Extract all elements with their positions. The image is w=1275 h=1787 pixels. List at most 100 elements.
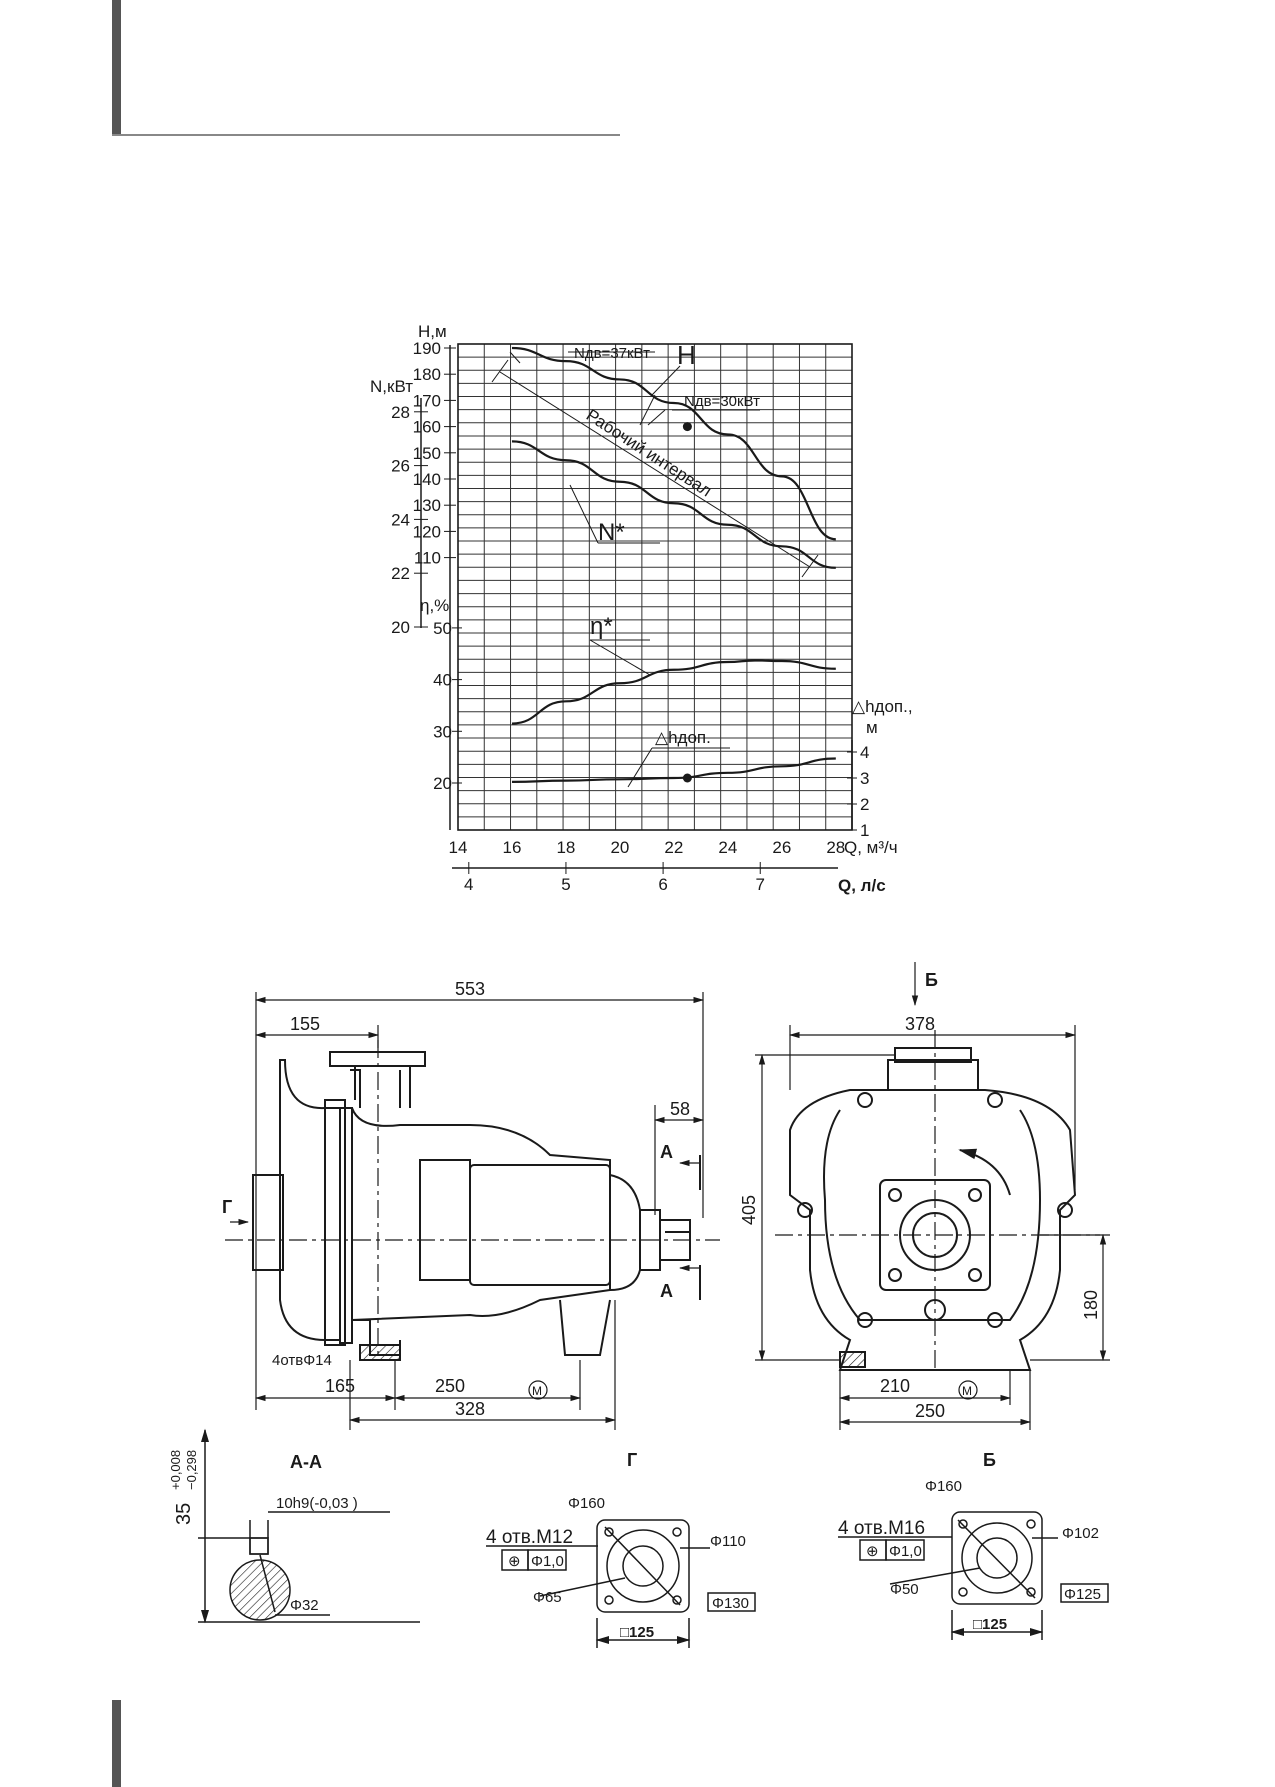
flange-b-pos: Φ1,0 [889, 1543, 922, 1560]
view-g-arrow-label: Г [222, 1197, 232, 1217]
operating-point-head [682, 422, 692, 432]
series-line [511, 346, 836, 541]
dim-210: 210 [880, 1376, 910, 1396]
series-label-npsh: △hдоп. [655, 728, 711, 747]
q-m3h-tick-label: 16 [503, 838, 522, 857]
q-m3h-tick-label: 24 [718, 838, 737, 857]
annotation-leader [627, 747, 653, 788]
dim-328: 328 [455, 1399, 485, 1419]
flange-g-pos-symbol: ⊕ [508, 1553, 521, 1570]
head-tick-label: 130 [413, 496, 441, 515]
npsh-tick-label: 4 [860, 743, 869, 762]
interval-tick-end [801, 554, 819, 578]
annotation-leader [569, 484, 599, 544]
section-aa-title: А-А [290, 1452, 322, 1472]
front-view-dimensions [755, 962, 1110, 1430]
pump-side-view [225, 1040, 720, 1361]
flange-g-square: □125 [620, 1624, 654, 1641]
power-tick-label: 24 [391, 510, 410, 529]
series-label-eta: η* [590, 613, 613, 640]
head-tick-label: 120 [413, 522, 441, 541]
flange-g-pos: Φ1,0 [531, 1553, 564, 1570]
n37-label: Nдв=37кВт [574, 345, 650, 362]
series-line [511, 659, 836, 725]
efficiency-axis-label: η,% [420, 596, 449, 615]
flange-g [486, 1519, 756, 1648]
head-axis-label: H,м [418, 322, 447, 341]
npsh-tick-label: 2 [860, 795, 869, 814]
aa-key: 10h9(-0,03 ) [276, 1495, 358, 1512]
section-a-bottom: А [660, 1281, 673, 1301]
q-m3h-tick-label: 18 [556, 838, 575, 857]
dim-180: 180 [1081, 1290, 1101, 1320]
q-ls-tick-label: 5 [561, 875, 570, 894]
dim-58: 58 [670, 1099, 690, 1119]
series-line [511, 757, 836, 783]
dim-405: 405 [739, 1195, 759, 1225]
aa-shaft: Φ32 [290, 1597, 319, 1614]
label-holes-14: 4отвΦ14 [272, 1352, 332, 1369]
margin-bar-top [112, 0, 121, 135]
motor-symbol: М [532, 1384, 542, 1398]
head-tick-label: 140 [413, 470, 441, 489]
view-b-arrow-label: Б [925, 970, 938, 990]
power-tick-label: 26 [391, 457, 410, 476]
power-tick-label: 28 [391, 403, 410, 422]
flange-g-d110: Φ110 [710, 1533, 746, 1550]
q-m3h-tick-label: 22 [664, 838, 683, 857]
q-m3h-tick-label: 26 [772, 838, 791, 857]
operating-point-npsh [682, 773, 692, 783]
head-tick-label: 190 [413, 339, 441, 358]
series-label-h: H [677, 340, 696, 370]
q-m3h-tick-label: 14 [449, 838, 468, 857]
q-ls-tick-label: 4 [464, 875, 473, 894]
efficiency-tick-label: 30 [433, 722, 452, 741]
flange-g-title: Г [627, 1450, 637, 1470]
annotation-leader [651, 365, 681, 396]
dim-250: 250 [435, 1376, 465, 1396]
dim-378: 378 [905, 1014, 935, 1034]
flange-b-pos-symbol: ⊕ [866, 1543, 879, 1560]
section-a-top: А [660, 1142, 673, 1162]
dim-165: 165 [325, 1376, 355, 1396]
aa-tol-lower: −0,298 [184, 1450, 199, 1490]
n30-label: Nдв=30кВт [684, 393, 760, 410]
npsh-axis-label: △hдоп., [852, 697, 913, 716]
annotation-leader [509, 351, 521, 364]
dim-250-front: 250 [915, 1401, 945, 1421]
flange-b-holes: 4 отв.М16 [838, 1518, 925, 1539]
q-m3h-axis-label: Q, м³/ч [844, 838, 898, 857]
side-view-dimensions [230, 992, 705, 1430]
annotation-leader [647, 409, 666, 426]
q-ls-axis-label: Q, л/с [838, 876, 886, 895]
head-tick-label: 170 [413, 391, 441, 410]
flange-g-d160: Φ160 [568, 1495, 605, 1512]
power-tick-label: 20 [391, 618, 410, 637]
power-axis-label: N,кВт [370, 377, 413, 396]
series-label-n: N* [598, 519, 625, 546]
series-line [511, 440, 836, 569]
interval-tick-start [491, 359, 509, 383]
header-rule [112, 134, 620, 136]
margin-bar-bottom [112, 1700, 121, 1787]
flange-g-d130: Φ130 [712, 1595, 749, 1612]
pump-front-view [775, 1030, 1100, 1371]
aa-tol-upper: +0,008 [168, 1450, 183, 1490]
q-m3h-tick-label: 28 [826, 838, 845, 857]
flange-b-title: Б [983, 1450, 996, 1470]
section-aa [198, 1428, 420, 1624]
grid-frame [457, 343, 853, 831]
head-tick-label: 160 [413, 418, 441, 437]
efficiency-tick-label: 40 [433, 671, 452, 690]
power-tick-label: 22 [391, 564, 410, 583]
npsh-tick-label: 1 [860, 821, 869, 840]
annotation-leader [499, 371, 811, 568]
chart-annotations: H,м N,кВт η,% △hдоп., м Q, м³/ч Q, л/с N… [370, 322, 913, 895]
annotation-leader [589, 639, 651, 676]
flange-b-d50: Φ50 [890, 1581, 919, 1598]
flange-g-holes: 4 отв.М12 [486, 1527, 573, 1548]
efficiency-tick-label: 50 [433, 619, 452, 638]
